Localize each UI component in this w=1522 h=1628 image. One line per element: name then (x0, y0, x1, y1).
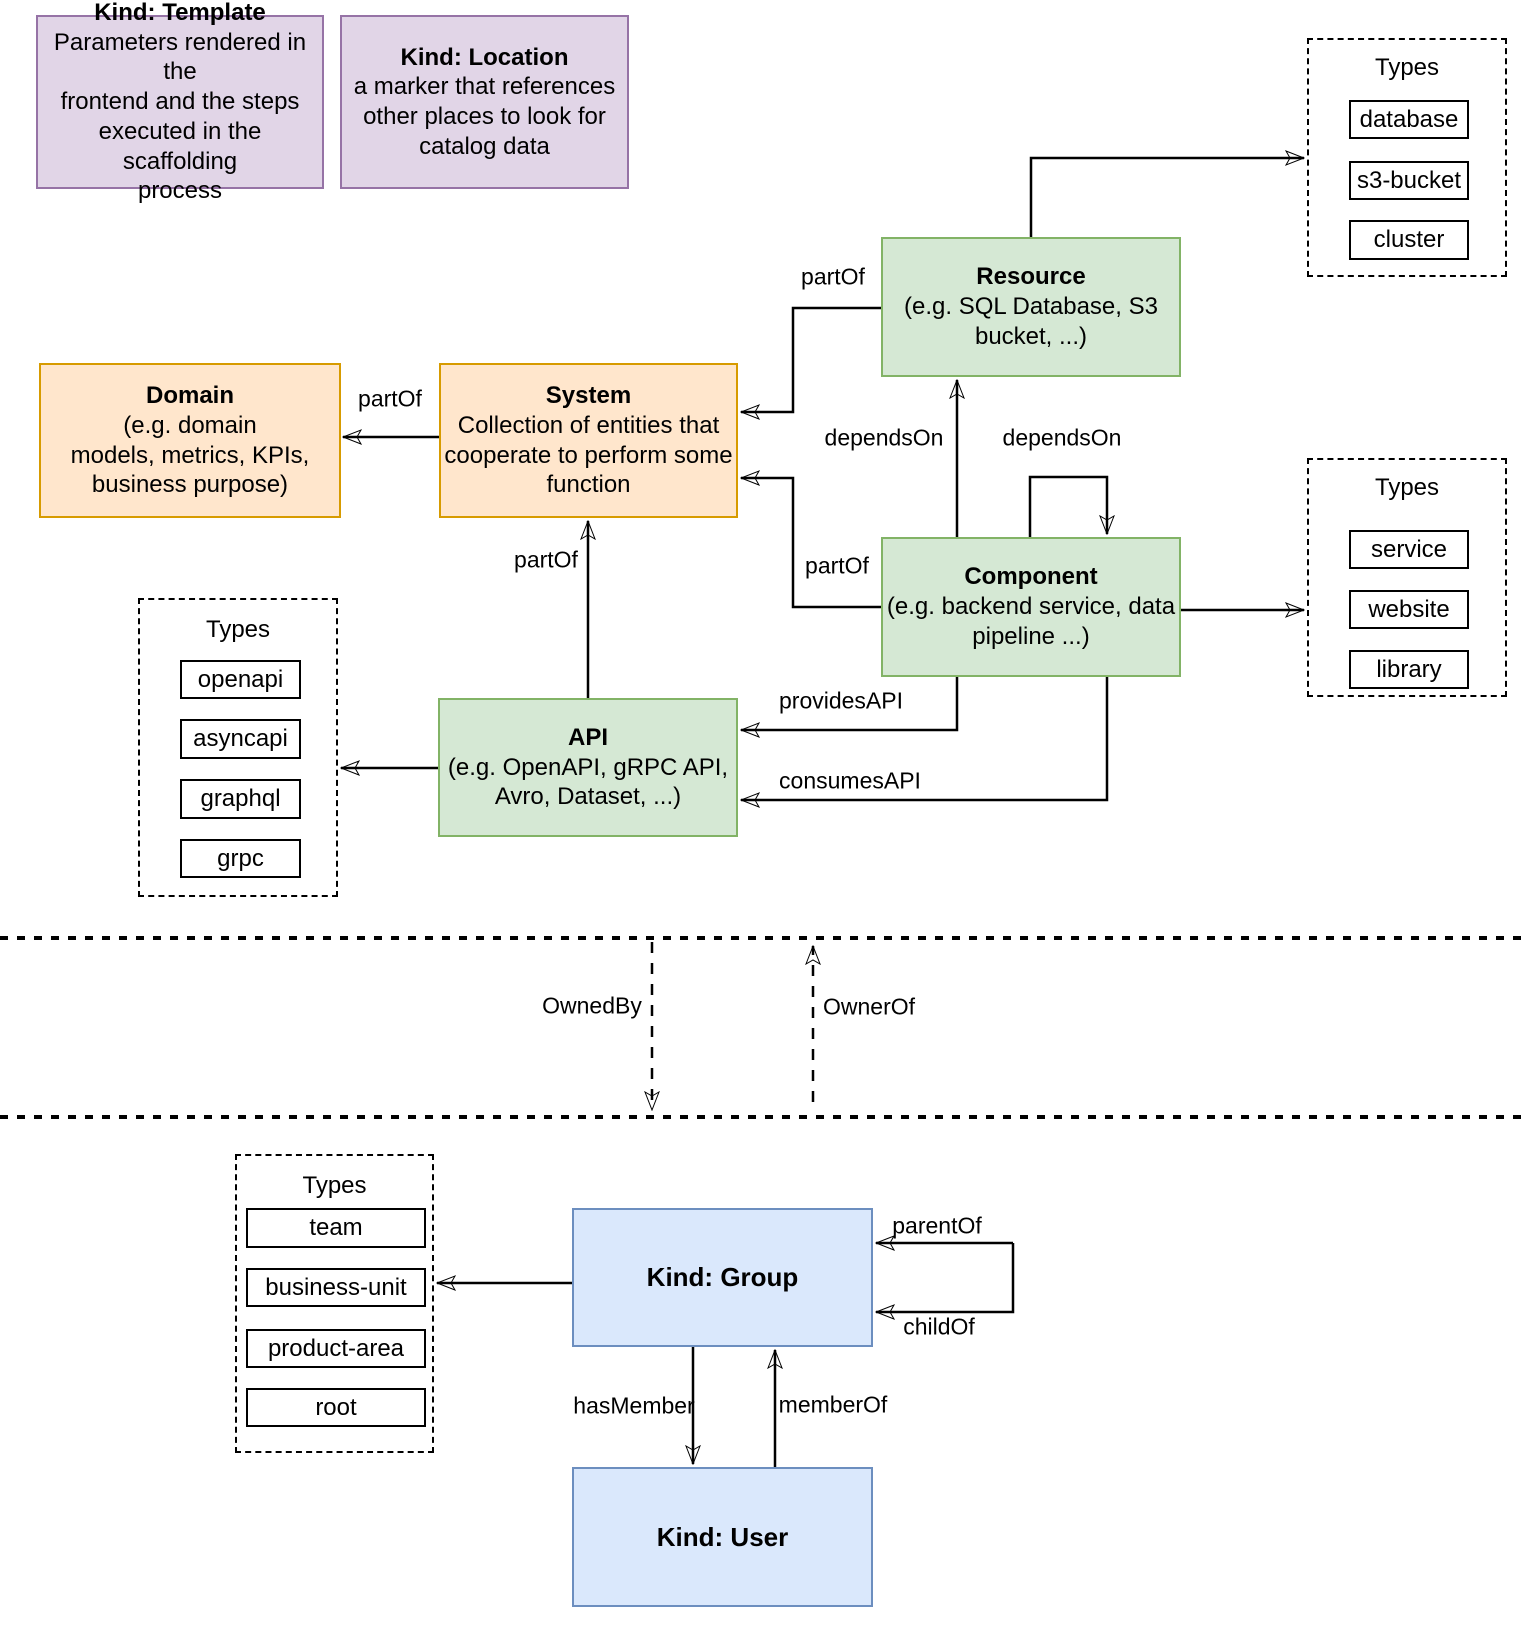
entity-api-title: API (567, 723, 608, 751)
edge-label-ownerof: OwnerOf (822, 993, 916, 1020)
note-kind-template-body: Parameters rendered in the frontend and … (53, 28, 307, 205)
entity-domain-title: Domain (145, 382, 234, 409)
note-kind-template-title: Kind: Template (94, 0, 266, 26)
entity-resource-title: Resource (976, 263, 1086, 291)
type-item-service: service (1349, 530, 1469, 569)
entity-user-title: Kind: User (656, 1521, 789, 1552)
type-item-graphql: graphql (180, 779, 301, 819)
edge-label-parentof: parentOf (892, 1212, 982, 1239)
edge-label-childof: childOf (903, 1313, 975, 1340)
edge-label-partof-component-system: partOf (805, 552, 869, 579)
type-item-website: website (1349, 590, 1469, 629)
entity-resource-body: (e.g. SQL Database, S3 bucket, ...) (904, 293, 1158, 350)
resource-types-title: Types (1374, 54, 1440, 81)
component-types-box: Types service website library (1307, 458, 1507, 697)
type-item-library: library (1349, 650, 1469, 689)
edge-childof (876, 1243, 1015, 1312)
note-kind-location-title: Kind: Location (400, 43, 569, 71)
entity-user: Kind: User (572, 1467, 873, 1607)
type-item-database: database (1349, 100, 1469, 139)
type-item-openapi: openapi (180, 660, 301, 699)
entity-component-title: Component (964, 563, 1098, 591)
entity-api-body: (e.g. OpenAPI, gRPC API, Avro, Dataset, … (447, 753, 729, 811)
type-item-product-area: product-area (246, 1329, 426, 1368)
type-item-grpc: grpc (180, 839, 301, 878)
entity-group: Kind: Group (572, 1208, 873, 1347)
entity-system-body: Collection of entities that cooperate to… (444, 411, 733, 499)
group-types-box: Types team business-unit product-area ro… (235, 1154, 434, 1453)
api-types-title: Types (205, 616, 271, 643)
entity-domain-body: (e.g. domain models, metrics, KPIs, busi… (70, 411, 310, 499)
entity-resource: Resource (e.g. SQL Database, S3 bucket, … (881, 237, 1181, 377)
entity-api: API (e.g. OpenAPI, gRPC API, Avro, Datas… (438, 698, 738, 837)
edge-label-consumesapi: consumesAPI (779, 767, 921, 794)
edge-label-dependson-resource: dependsOn (824, 424, 944, 451)
edge-label-partof-resource-system: partOf (801, 263, 865, 290)
entity-system: System Collection of entities that coope… (439, 363, 738, 518)
edge-label-providesapi: providesAPI (778, 687, 904, 714)
edge-dependson-component-self (1028, 475, 1107, 537)
entity-group-title: Kind: Group (646, 1262, 799, 1293)
entity-component-body: (e.g. backend service, data pipeline ...… (886, 593, 1176, 650)
type-item-asyncapi: asyncapi (180, 719, 301, 759)
type-item-root: root (246, 1388, 426, 1427)
type-item-s3-bucket: s3-bucket (1349, 161, 1469, 200)
type-item-team: team (246, 1208, 426, 1248)
edge-providesapi (741, 677, 959, 730)
component-types-title: Types (1374, 474, 1440, 501)
note-kind-location: Kind: Location a marker that references … (340, 15, 629, 189)
entity-domain: Domain (e.g. domain models, metrics, KPI… (39, 363, 341, 518)
edge-partof-resource-system (741, 306, 881, 412)
entity-system-title: System (545, 382, 632, 409)
api-types-box: Types openapi asyncapi graphql grpc (138, 598, 338, 897)
edge-partof-component-system (741, 478, 881, 609)
edge-label-partof-api-system: partOf (514, 546, 578, 573)
type-item-business-unit: business-unit (246, 1268, 426, 1307)
group-types-title: Types (302, 1172, 367, 1199)
edge-consumesapi (741, 677, 1109, 800)
entity-component: Component (e.g. backend service, data pi… (881, 537, 1181, 677)
note-kind-template: Kind: Template Parameters rendered in th… (36, 0, 324, 204)
edge-resource-types (1029, 158, 1304, 237)
resource-types-box: Types database s3-bucket cluster (1307, 38, 1507, 277)
edge-label-partof-system-domain: partOf (358, 385, 422, 412)
type-item-cluster: cluster (1349, 220, 1469, 260)
note-kind-location-body: a marker that references other places to… (353, 73, 616, 160)
edge-label-ownedby: OwnedBy (542, 992, 642, 1019)
edge-label-memberof: memberOf (778, 1391, 888, 1418)
edge-label-dependson-component: dependsOn (1002, 424, 1122, 451)
edge-label-hasmember: hasMember (573, 1392, 695, 1419)
